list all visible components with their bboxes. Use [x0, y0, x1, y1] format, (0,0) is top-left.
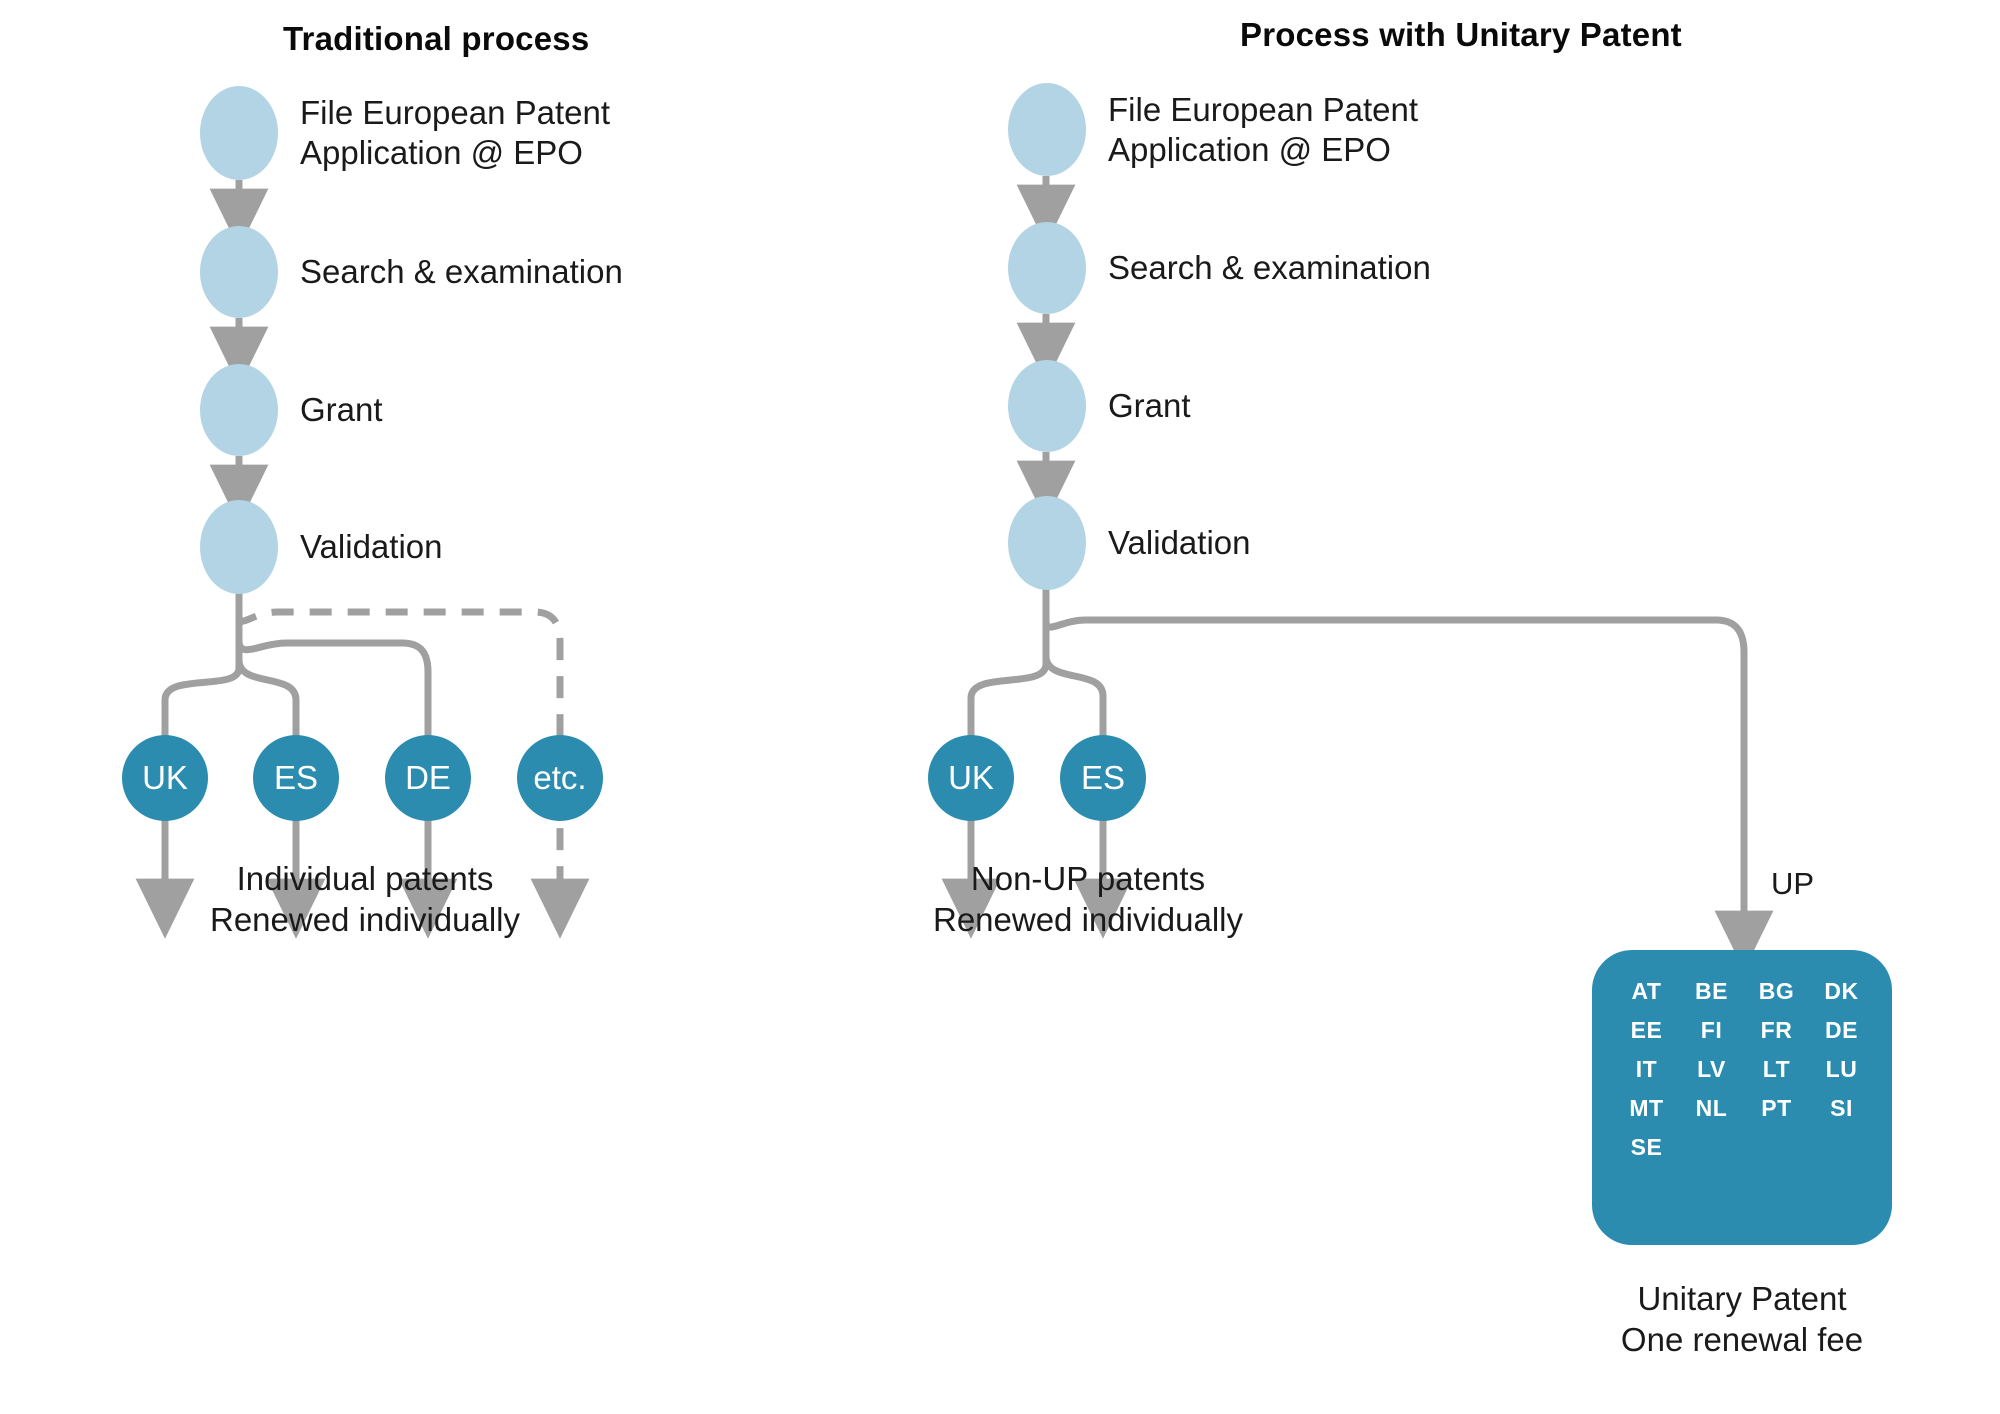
left-panel-caption: Individual patents Renewed individually	[209, 860, 521, 939]
stage-label-file-application-right: File European Patent Application @ EPO	[1108, 91, 1419, 169]
unitary-patent-box[interactable]: AT BE BG DK EE FI FR DE IT LV LT LU MT N…	[1592, 950, 1892, 1245]
left-panel-title: Traditional process	[283, 20, 590, 57]
up-country-code: FI	[1700, 1017, 1723, 1043]
stage-node-grant-right[interactable]	[1008, 360, 1086, 452]
outcome-node-uk-left[interactable]: UK	[122, 735, 208, 821]
stage-node-file-application-left[interactable]	[200, 86, 278, 180]
up-country-code: FR	[1760, 1017, 1793, 1043]
up-country-code: BG	[1758, 978, 1795, 1004]
stage-label-search-examination-left: Search & examination	[300, 253, 623, 290]
up-country-code: SI	[1830, 1095, 1853, 1121]
stage-node-grant-left[interactable]	[200, 364, 278, 456]
up-branch-label: UP	[1771, 866, 1815, 901]
outcome-node-es-left[interactable]: ES	[253, 735, 339, 821]
up-country-code: AT	[1631, 978, 1662, 1004]
outcome-node-etc-left[interactable]: etc.	[517, 735, 603, 821]
unitary-patent-caption: Unitary Patent One renewal fee	[1620, 1280, 1864, 1359]
stage-label-validation-right: Validation	[1108, 524, 1251, 561]
up-country-code: SE	[1630, 1134, 1663, 1160]
stage-label-file-application-left: File European Patent Application @ EPO	[300, 94, 611, 172]
stage-node-validation-right[interactable]	[1008, 496, 1086, 590]
up-country-code: PT	[1761, 1095, 1792, 1121]
stage-label-grant-right: Grant	[1108, 387, 1191, 424]
right-panel-title: Process with Unitary Patent	[1240, 16, 1682, 53]
up-country-code: NL	[1695, 1095, 1728, 1121]
up-country-code: EE	[1630, 1017, 1663, 1043]
up-country-code: DK	[1824, 978, 1859, 1004]
stage-label-search-examination-right: Search & examination	[1108, 249, 1431, 286]
stage-label-validation-left: Validation	[300, 528, 443, 565]
outcome-node-uk-right[interactable]: UK	[928, 735, 1014, 821]
up-country-code: LT	[1762, 1056, 1791, 1082]
right-panel-caption: Non-UP patents Renewed individually	[932, 860, 1244, 939]
up-country-code: BE	[1695, 978, 1728, 1004]
stage-label-grant-left: Grant	[300, 391, 383, 428]
outcome-node-es-right[interactable]: ES	[1060, 735, 1146, 821]
up-country-code: LV	[1697, 1056, 1726, 1082]
outcome-node-de-left[interactable]: DE	[385, 735, 471, 821]
stage-node-search-examination-right[interactable]	[1008, 222, 1086, 314]
stage-node-file-application-right[interactable]	[1008, 83, 1086, 176]
up-country-code: DE	[1825, 1017, 1858, 1043]
stage-node-search-examination-left[interactable]	[200, 226, 278, 318]
up-country-code: IT	[1635, 1056, 1658, 1082]
up-country-code: MT	[1629, 1095, 1664, 1121]
unitary-patent-country-grid: AT BE BG DK EE FI FR DE IT LV LT LU MT N…	[1592, 968, 1892, 1161]
up-country-code: LU	[1825, 1056, 1858, 1082]
stage-node-validation-left[interactable]	[200, 500, 278, 594]
